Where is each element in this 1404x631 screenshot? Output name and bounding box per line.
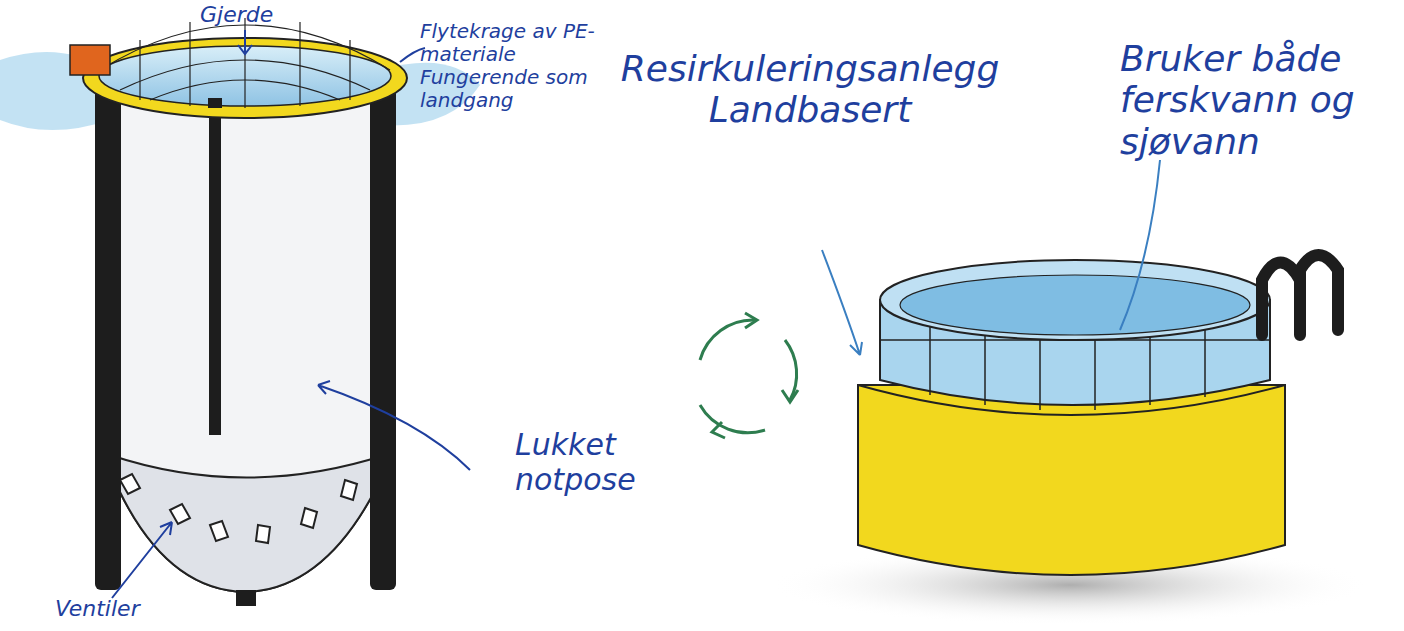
post <box>370 85 396 590</box>
leader-lines <box>822 160 1160 355</box>
tank-base <box>858 385 1285 575</box>
annotation-label: Ventiler <box>55 596 205 621</box>
annotation-label: Resirkuleringsanlegg Landbasert <box>590 48 1030 131</box>
post-top <box>208 98 222 108</box>
annotation-label: Flytekrage av PE-materiale Fungerende so… <box>420 20 595 112</box>
net-pen <box>0 18 480 606</box>
leader-lines <box>112 30 470 598</box>
bottom-stub <box>236 590 256 606</box>
post <box>209 100 221 435</box>
pipes <box>1262 255 1338 335</box>
tank-top <box>880 260 1270 340</box>
annotation-label: Gjerde <box>200 2 320 27</box>
bag-cone <box>110 455 385 592</box>
annotation-label: Bruker både ferskvann og sjøvann <box>1120 38 1390 162</box>
valves <box>120 474 357 543</box>
post <box>95 85 121 590</box>
closed-bag <box>110 95 385 592</box>
tank-water <box>900 275 1250 335</box>
annotation-label: Lukket notpose <box>515 428 675 497</box>
feed-box <box>70 45 110 75</box>
ras-tank <box>858 255 1338 575</box>
fence <box>100 18 390 108</box>
recirculation-arrows <box>700 313 798 438</box>
